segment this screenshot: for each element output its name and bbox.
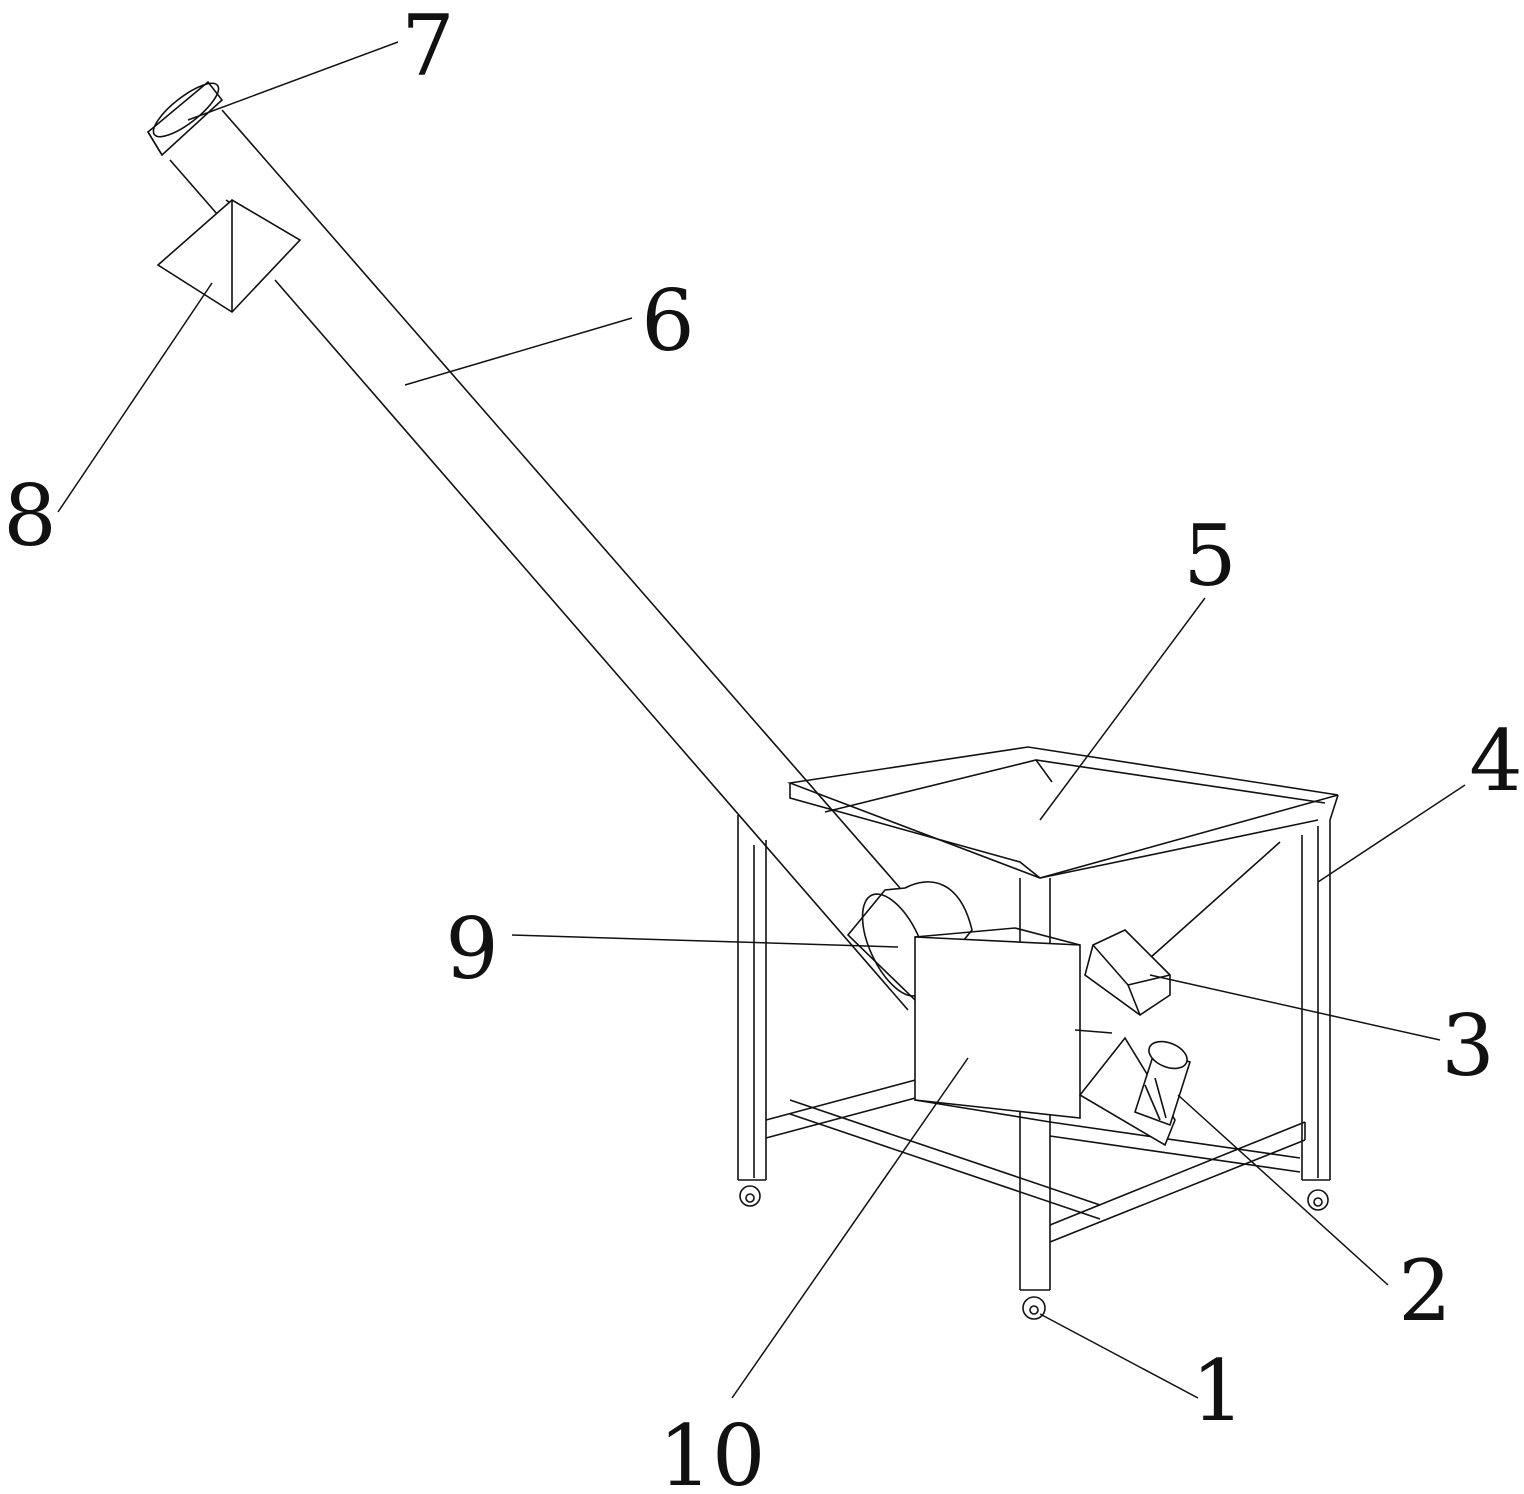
- label-3: 3: [1441, 997, 1494, 1095]
- reference-numerals: 1 2 3 4 5 6 7 8 9 10: [3, 0, 1522, 1494]
- leader-1: [1039, 1313, 1199, 1399]
- bearing-housing: [1084, 929, 1171, 1016]
- leader-8: [57, 282, 213, 513]
- leader-3: [1149, 974, 1441, 1041]
- leader-9: [511, 934, 899, 948]
- caster-wheel-back-left: [739, 1185, 761, 1207]
- end-cap: [146, 80, 224, 157]
- leader-4: [1317, 784, 1466, 883]
- leader-lines: [57, 41, 1466, 1399]
- label-2: 2: [1398, 1242, 1451, 1340]
- leader-5: [1039, 597, 1206, 821]
- leader-6: [404, 317, 633, 386]
- label-7: 7: [401, 0, 454, 95]
- label-9: 9: [445, 900, 498, 998]
- discharge-outlet: [156, 199, 302, 314]
- caster-wheel-back-right: [1307, 1189, 1329, 1211]
- label-6: 6: [641, 272, 694, 370]
- label-1: 1: [1191, 1342, 1244, 1440]
- feed-inlet: [846, 881, 973, 1002]
- label-5: 5: [1183, 507, 1236, 605]
- leader-drive: [1074, 1029, 1113, 1034]
- motor: [1078, 1036, 1191, 1147]
- label-10: 10: [659, 1407, 766, 1494]
- drive-box: [914, 927, 1081, 1123]
- label-4: 4: [1469, 712, 1522, 810]
- hopper: [786, 746, 1339, 959]
- leader-2: [1177, 1094, 1389, 1286]
- caster-wheel-front: [1022, 1296, 1046, 1320]
- label-8: 8: [3, 467, 56, 565]
- leader-10: [731, 1057, 969, 1399]
- leader-7: [187, 41, 399, 121]
